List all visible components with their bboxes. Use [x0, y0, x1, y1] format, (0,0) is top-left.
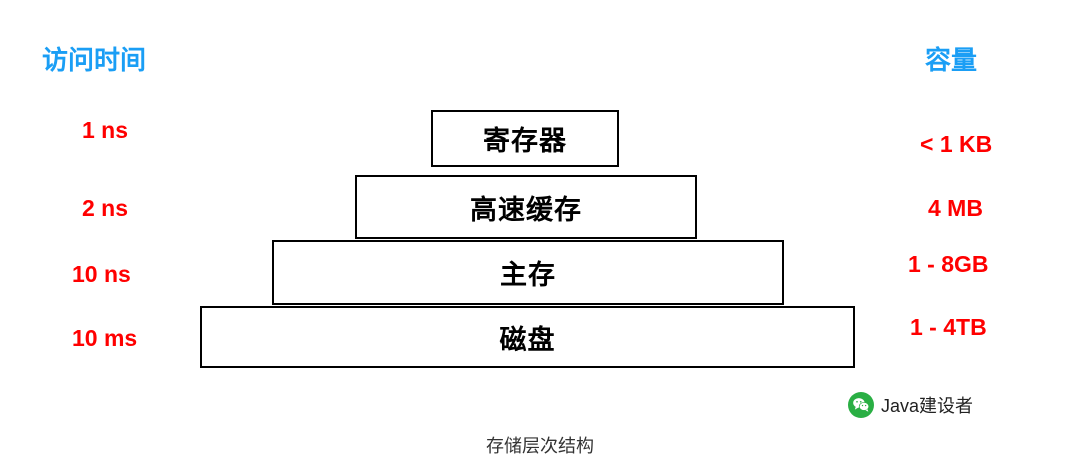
column-heading-access-time: 访问时间	[42, 45, 147, 75]
access-time-label-disk: 10 ms	[72, 325, 138, 351]
access-time-label-register: 1 ns	[82, 117, 129, 143]
access-time-label-main-memory: 10 ns	[72, 261, 131, 287]
tier-disk: 磁盘	[200, 306, 855, 368]
tier-register: 寄存器	[431, 110, 619, 167]
tier-main-memory: 主存	[272, 240, 784, 305]
column-heading-capacity: 容量	[925, 45, 978, 75]
wechat-watermark: Java建设者	[848, 392, 973, 418]
capacity-label-disk: 1 - 4TB	[910, 314, 987, 340]
access-time-label-cache: 2 ns	[82, 195, 129, 221]
wechat-account-name: Java建设者	[881, 396, 974, 416]
wechat-icon	[848, 392, 874, 418]
capacity-label-cache: 4 MB	[928, 195, 983, 221]
tier-cache: 高速缓存	[355, 175, 697, 239]
capacity-label-main-memory: 1 - 8GB	[908, 251, 989, 277]
diagram-caption: 存储层次结构	[486, 436, 594, 456]
capacity-label-register: < 1 KB	[920, 131, 993, 157]
